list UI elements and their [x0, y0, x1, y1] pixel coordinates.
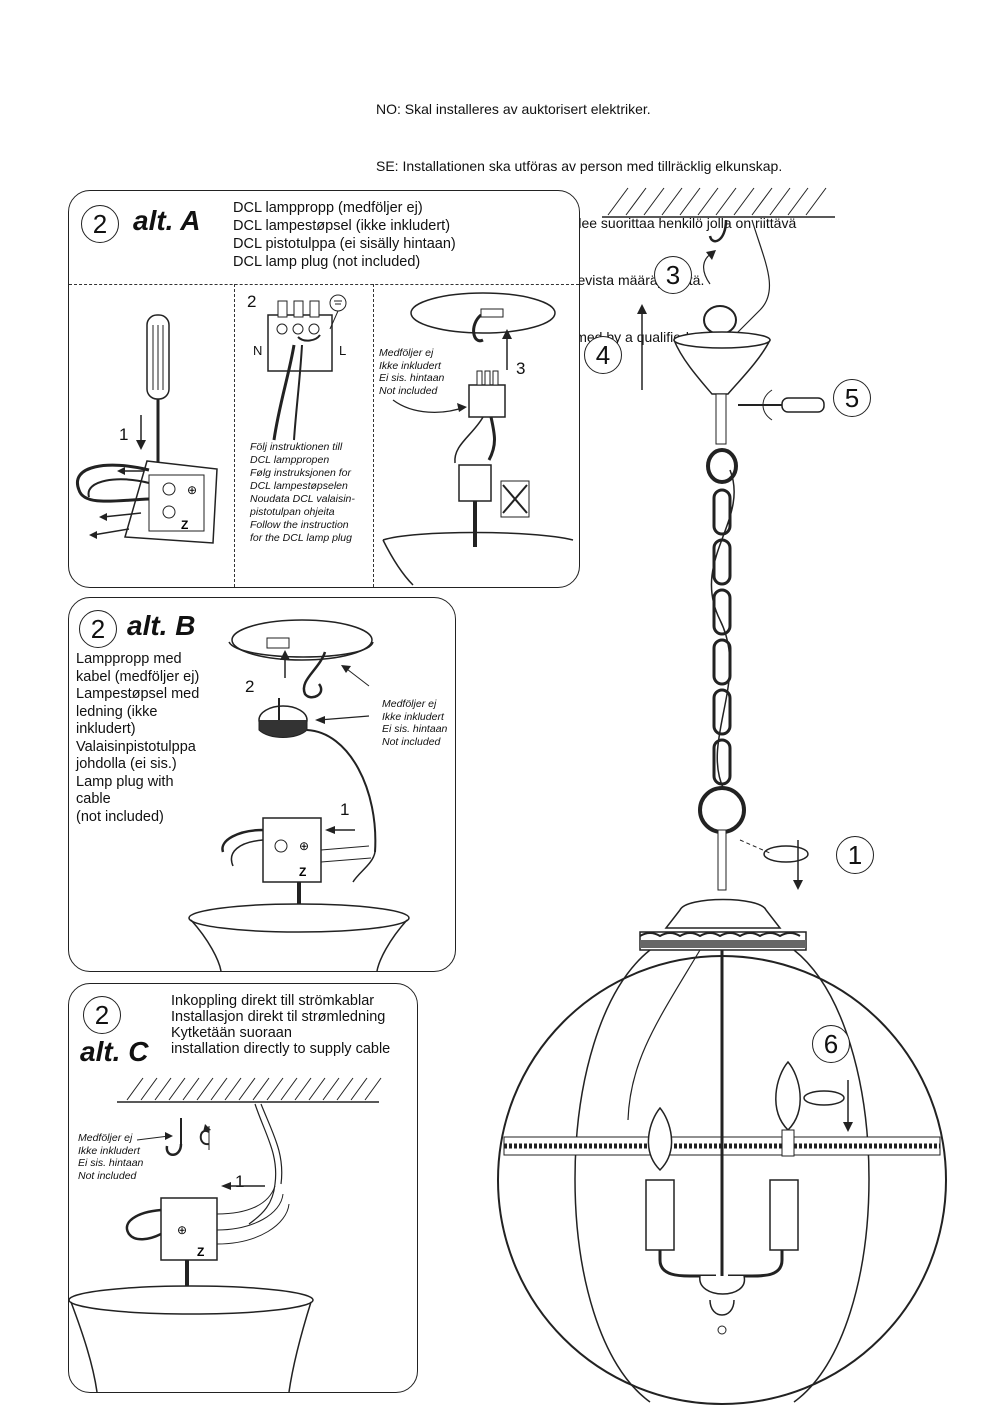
svg-text:Z: Z: [197, 1245, 204, 1259]
panel-c-step-number: 2: [83, 996, 121, 1034]
panel-a-sub1-number: 1: [119, 425, 129, 444]
neutral-label: N: [253, 343, 263, 358]
panel-b-text: Lamppropp med kabel (medföljer ej) Lampe…: [76, 651, 200, 825]
panel-alt-b: 2 alt. B Lamppropp med kabel (medföljer …: [68, 597, 456, 972]
panel-b-not-included: Medföljer ej Ikke inkludert Ei sis. hint…: [382, 698, 448, 748]
panel-a-divider: [69, 284, 579, 285]
dcl-ceiling-illustration: [382, 292, 574, 586]
panel-a-sub2-number: 2: [247, 292, 257, 311]
panel-a-col-divider-2: [373, 284, 374, 587]
svg-text:⊕: ⊕: [187, 483, 197, 497]
screwdriver-terminal-illustration: ⊕ Z: [75, 314, 218, 544]
panel-a-line-1: DCL lamppropp (medföljer ej): [233, 200, 423, 216]
svg-text:⊕: ⊕: [299, 839, 309, 853]
panel-a-not-included: Medföljer ej Ikke inkludert Ei sis. hint…: [379, 347, 445, 397]
panel-c-not-included: Medföljer ej Ikke inkludert Ei sis. hint…: [78, 1132, 144, 1182]
warning-se: SE: Installationen ska utföras av person…: [376, 158, 783, 174]
live-label: L: [339, 343, 347, 358]
panel-c-sub1-number: 1: [235, 1172, 245, 1191]
step-4-circle: 4: [584, 336, 622, 374]
panel-a-line-3: DCL pistotulppa (ei sisälly hintaan): [233, 236, 456, 252]
pendant-lamp-illustration: [497, 187, 947, 1405]
step-5-circle: 5: [833, 379, 871, 417]
panel-c-text: Inkoppling direkt till strömkablar Insta…: [171, 993, 391, 1057]
step-6-circle: 6: [812, 1025, 850, 1063]
panel-b-sub2-number: 2: [245, 677, 255, 696]
panel-a-line-2: DCL lampestøpsel (ikke inkludert): [233, 218, 451, 234]
panel-a-sub3-number: 3: [516, 359, 526, 378]
panel-b-sub1-number: 1: [340, 800, 350, 819]
dcl-socket-illustration: [267, 294, 347, 441]
panel-a-title: alt. A: [133, 205, 201, 236]
warning-no: NO: Skal installeres av auktorisert elek…: [376, 101, 651, 117]
panel-b-title: alt. B: [127, 610, 196, 641]
step-3-circle: 3: [654, 256, 692, 294]
svg-text:Z: Z: [299, 865, 306, 879]
panel-b-step-number: 2: [79, 610, 117, 648]
svg-text:⊕: ⊕: [177, 1223, 187, 1237]
panel-a-col-divider-1: [234, 284, 235, 587]
panel-a-instruction: Följ instruktionen till DCL lamppropen F…: [250, 441, 355, 544]
panel-alt-a: 2 alt. A DCL lamppropp (medföljer ej) DC…: [68, 190, 580, 588]
panel-alt-c: 2 alt. C Inkoppling direkt till strömkab…: [68, 983, 418, 1393]
lamp-plug-cable-illustration: ⊕ Z: [188, 619, 410, 972]
direct-supply-illustration: ⊕ Z: [68, 1077, 382, 1393]
panel-c-title: alt. C: [80, 1036, 149, 1067]
svg-text:Z: Z: [181, 518, 188, 532]
step-1-circle: 1: [836, 836, 874, 874]
panel-a-line-4: DCL lamp plug (not included): [233, 254, 421, 270]
panel-a-step-number: 2: [81, 205, 119, 243]
